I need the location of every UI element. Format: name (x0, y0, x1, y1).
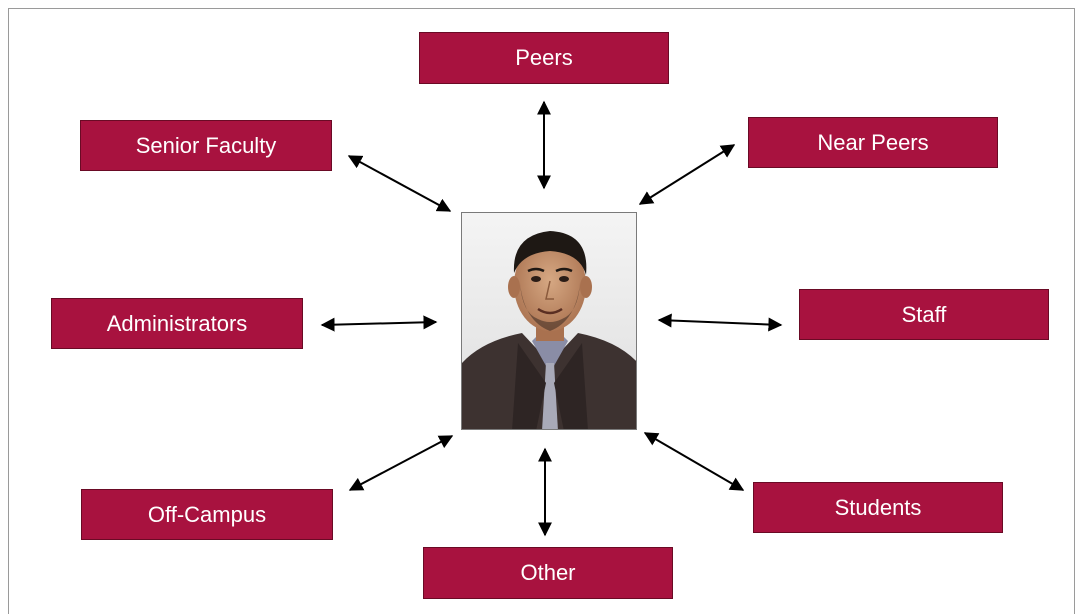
node-near-peers: Near Peers (748, 117, 998, 168)
node-off-campus: Off-Campus (81, 489, 333, 540)
arrow-near-peers (638, 144, 736, 205)
node-label-administrators: Administrators (106, 310, 248, 336)
node-label-near-peers: Near Peers (817, 129, 929, 155)
center-person-photo (461, 212, 637, 430)
person-portrait-image (462, 213, 636, 429)
node-staff: Staff (799, 289, 1049, 340)
diagram-frame (8, 8, 1075, 614)
node-label-other: Other (520, 560, 576, 585)
arrow-students (643, 432, 745, 491)
arrow-senior-faculty (347, 155, 452, 212)
node-peers: Peers (419, 32, 669, 84)
arrow-administrators (320, 315, 438, 332)
node-administrators: Administrators (51, 298, 303, 349)
node-students: Students (753, 482, 1003, 533)
node-other: Other (423, 547, 673, 599)
node-label-students: Students (834, 494, 922, 520)
node-label-peers: Peers (515, 45, 573, 70)
arrow-staff (657, 313, 783, 332)
node-label-senior-faculty: Senior Faculty (135, 132, 277, 158)
node-label-staff: Staff (901, 301, 947, 327)
node-label-off-campus: Off-Campus (147, 501, 267, 527)
arrow-off-campus (348, 435, 454, 491)
node-senior-faculty: Senior Faculty (80, 120, 332, 171)
